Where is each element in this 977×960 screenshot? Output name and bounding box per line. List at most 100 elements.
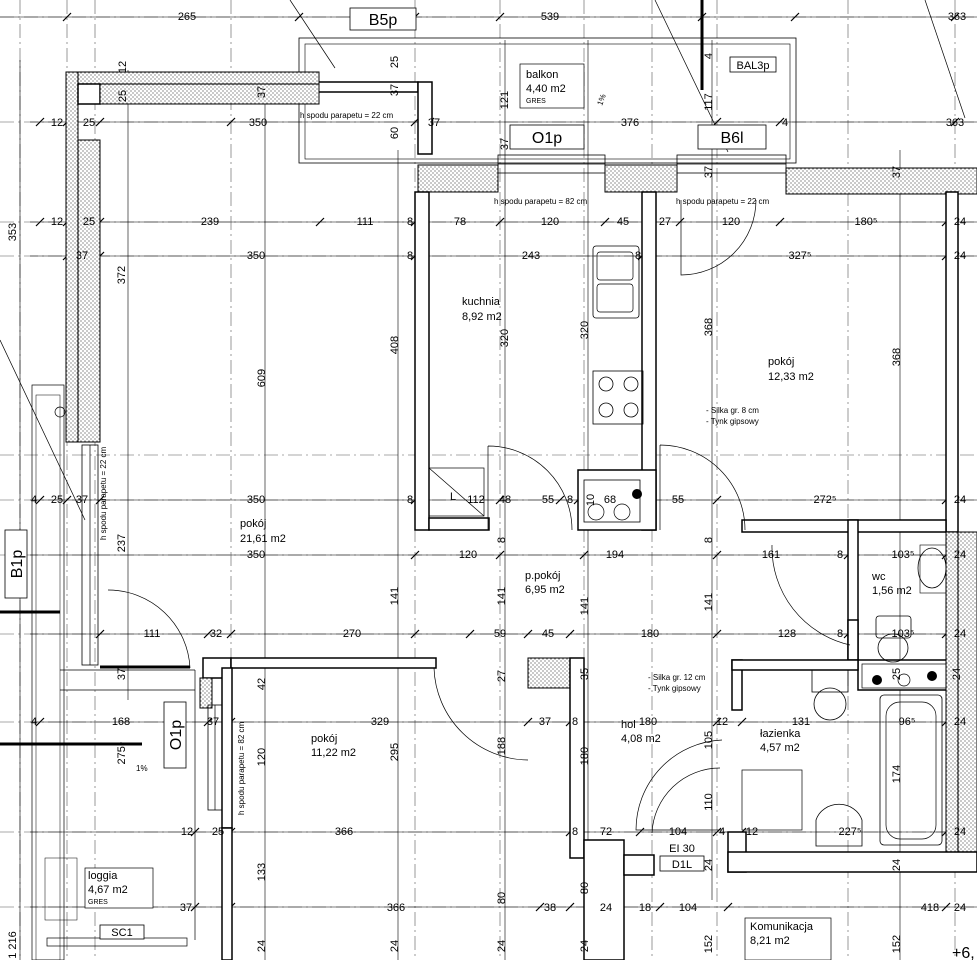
dimension-label: 24	[954, 902, 966, 914]
dimension-tick	[535, 902, 545, 912]
dimension-label: 8	[837, 628, 843, 640]
dimension-label: 4	[703, 53, 715, 59]
dimension-tick	[635, 827, 645, 837]
dimension-label: 25	[891, 668, 903, 680]
room-loggia-area: 4,67 m2	[88, 884, 128, 896]
dimension-label: 24	[954, 628, 966, 640]
dimension-label: 72	[600, 826, 612, 838]
dimension-tick	[495, 12, 505, 22]
room-pokoj-1-name: pokój	[768, 356, 794, 368]
dimension-label: 418	[921, 902, 939, 914]
dimension-label: 8	[407, 494, 413, 506]
dimension-label: 25	[83, 117, 95, 129]
dimension-label: 8	[837, 549, 843, 561]
washbasin-wc-icon	[917, 544, 947, 594]
dimension-label: 366	[335, 826, 353, 838]
dimension-tick	[203, 629, 213, 639]
note-parapet-82-left: h spodu parapetu = 82 cm	[237, 721, 246, 815]
dimension-label: 8	[407, 216, 413, 228]
dimension-label: 24	[579, 940, 591, 952]
room-loggia-name: loggia	[88, 870, 118, 882]
dimension-label: 38	[544, 902, 556, 914]
dimension-label: 329	[371, 716, 389, 728]
room-wc-name: wc	[871, 571, 886, 583]
dimension-label: 131	[792, 716, 810, 728]
dimension-label: 25	[51, 494, 63, 506]
vent-shaft-icon	[583, 479, 642, 523]
dimension-label: 8	[572, 826, 578, 838]
dimension-label: 8	[496, 537, 508, 543]
dimension-label: 180	[641, 628, 659, 640]
dimension-label: 12	[746, 826, 758, 838]
dimension-label: 4	[31, 716, 37, 728]
dimension-label: 104	[669, 826, 687, 838]
tag-ei30: EI 30	[669, 843, 695, 855]
stove-icon	[592, 370, 644, 425]
dimension-label: 408	[389, 336, 401, 354]
notes: h spodu parapetu = 22 cm h spodu parapet…	[99, 93, 770, 815]
dimension-label: 24	[954, 250, 966, 262]
door-swings	[107, 199, 851, 834]
dimension-label: 141	[579, 597, 591, 615]
dimension-label: 24	[954, 549, 966, 561]
dimension-label: 180⁵	[855, 216, 878, 228]
dimension-tick	[35, 495, 45, 505]
dimension-label: 120	[722, 216, 740, 228]
note-parapet-82-top: h spodu parapetu = 82 cm	[494, 197, 588, 206]
room-pokoj-2-area: 21,61 m2	[240, 533, 286, 545]
dimension-label: 111	[357, 216, 374, 228]
room-pokoj-3-name: pokój	[311, 733, 337, 745]
dimension-tick	[941, 902, 951, 912]
toilet-bathroom-icon	[811, 669, 849, 721]
dimension-label: 37	[539, 716, 551, 728]
room-komunikacja-area: 8,21 m2	[750, 935, 790, 947]
dimension-tick	[35, 217, 45, 227]
dimension-label: 372	[116, 266, 128, 284]
dimension-label: 180	[639, 716, 657, 728]
dimension-label: 363	[948, 11, 966, 23]
dimension-label: 272⁵	[814, 494, 837, 506]
bathtub-icon	[879, 694, 943, 846]
dimension-label: 363	[946, 117, 964, 129]
dimension-label: 120	[256, 748, 268, 766]
dimension-tick	[62, 12, 72, 22]
dimension-label: 45	[542, 628, 554, 640]
dimension-label: 180	[579, 747, 591, 765]
dimension-label: 376	[621, 117, 639, 129]
room-lazienka-name: łazienka	[760, 728, 801, 740]
dimension-label: 133	[256, 863, 268, 881]
note-tynk-b: - Tynk gipsowy	[648, 684, 701, 693]
dimension-label: 37	[499, 138, 511, 150]
dimension-label: 37	[256, 86, 268, 98]
vent-bathroom-icon	[861, 663, 947, 689]
dimension-labels: 265 539 363 12 25 37 25 37 121 117 4 12 …	[7, 11, 966, 959]
dimension-label: 104	[679, 902, 697, 914]
room-kuchnia-name: kuchnia	[462, 296, 501, 308]
dimension-label: 37	[116, 668, 128, 680]
dimension-label: 265	[178, 11, 196, 23]
dimension-tick	[565, 629, 575, 639]
dimension-chains	[0, 12, 977, 960]
dimension-label: 368	[703, 318, 715, 336]
note-tynk-a: - Tynk gipsowy	[706, 417, 759, 426]
dimension-label: 350	[247, 250, 265, 262]
dimension-label: 12	[716, 716, 728, 728]
room-kuchnia-area: 8,92 m2	[462, 311, 502, 323]
dimension-label: 37	[389, 84, 401, 96]
dimension-tick	[35, 117, 45, 127]
dimension-label: 120	[459, 549, 477, 561]
tag-sc1: SC1	[111, 927, 132, 939]
dimension-tick	[410, 550, 420, 560]
dimension-label: 24	[600, 902, 612, 914]
dimension-label: 12	[51, 216, 63, 228]
room-balkon-name: balkon	[526, 69, 558, 81]
dimension-tick	[555, 495, 565, 505]
dimension-label: 350	[249, 117, 267, 129]
dimension-label: 111	[144, 628, 161, 640]
washbasin-bathroom-icon	[815, 803, 863, 847]
room-wc-area: 1,56 m2	[872, 585, 912, 597]
dimension-label: 4	[31, 494, 37, 506]
windows	[31, 154, 787, 960]
dimension-tick	[95, 629, 105, 639]
